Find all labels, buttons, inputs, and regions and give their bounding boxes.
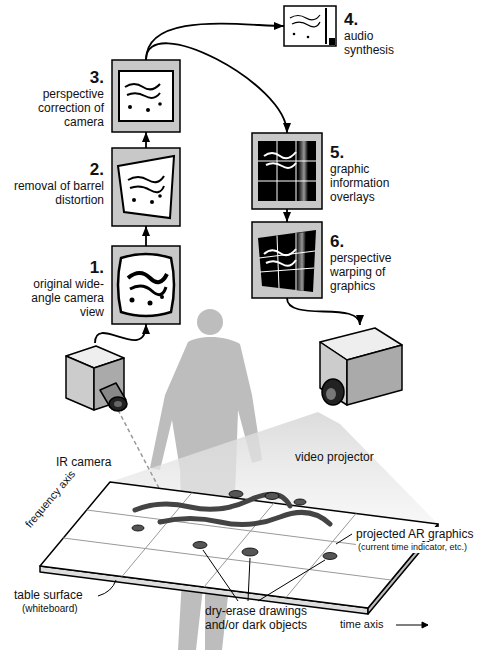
node-label: removal of barrel distortion [4, 179, 104, 207]
flow-arrow [95, 324, 146, 343]
device-node: video projector [315, 325, 405, 415]
graphics-label: projected AR graphics [354, 527, 475, 541]
node-label: audio synthesis [344, 29, 408, 57]
step-label: 4.audio synthesis [344, 10, 408, 57]
step-label: 1.original wide-angle camera view [4, 258, 104, 319]
surface-label: table surface [14, 588, 83, 602]
ir-camera [66, 346, 127, 411]
flow-arrow [287, 298, 360, 325]
callout-number: 6. [330, 232, 430, 251]
process-panel: 4.audio synthesis [284, 6, 336, 46]
step-label: 2.removal of barrel distortion [4, 160, 104, 207]
axis-label: frequency axis [23, 469, 78, 531]
node-label: perspective warping of graphics [330, 251, 430, 293]
step-label: IR camera [56, 455, 166, 469]
process-panel: 6.perspective warping of graphics [252, 222, 322, 298]
axis-label: time axis [340, 618, 383, 631]
node-label: perspective correction of camera [4, 87, 104, 129]
objects-label: dry-erase drawings and/or dark objects [205, 604, 323, 632]
node-label: IR camera [56, 455, 166, 469]
node-label: original wide-angle camera view [4, 277, 104, 319]
surface-note: (whiteboard) [22, 603, 78, 615]
step-label: 5.graphic information overlays [330, 143, 430, 204]
node-label: video projector [295, 450, 425, 464]
callout-number: 4. [344, 10, 408, 29]
callout-number: 5. [330, 143, 430, 162]
graphics-note: (current time indicator, etc.) [356, 542, 469, 553]
flow-arrow [145, 132, 147, 148]
process-panel: 3.perspective correction of camera [112, 60, 180, 132]
node-label: graphic information overlays [330, 162, 430, 204]
video-projector [320, 328, 402, 405]
flow-arrow [286, 209, 288, 222]
callout-number: 3. [4, 68, 104, 87]
panel-screens [118, 8, 335, 316]
flow-arrow [145, 226, 147, 246]
dark-objects [132, 491, 337, 560]
process-panel: 1.original wide-angle camera view [112, 246, 180, 324]
camera-sightline [118, 410, 160, 490]
process-panel: 5.graphic information overlays [252, 133, 322, 209]
step-label: 3.perspective correction of camera [4, 68, 104, 129]
flow-arrow [146, 43, 287, 133]
process-panel: 2.removal of barrel distortion [112, 148, 180, 226]
dry-erase-drawings [135, 494, 330, 524]
step-label: 6.perspective warping of graphics [330, 232, 430, 293]
callout-number: 1. [4, 258, 104, 277]
process-panels [112, 6, 336, 324]
flow-arrow [146, 24, 284, 60]
callout-number: 2. [4, 160, 104, 179]
step-label: video projector [295, 450, 425, 464]
device-node: IR camera [62, 343, 128, 415]
